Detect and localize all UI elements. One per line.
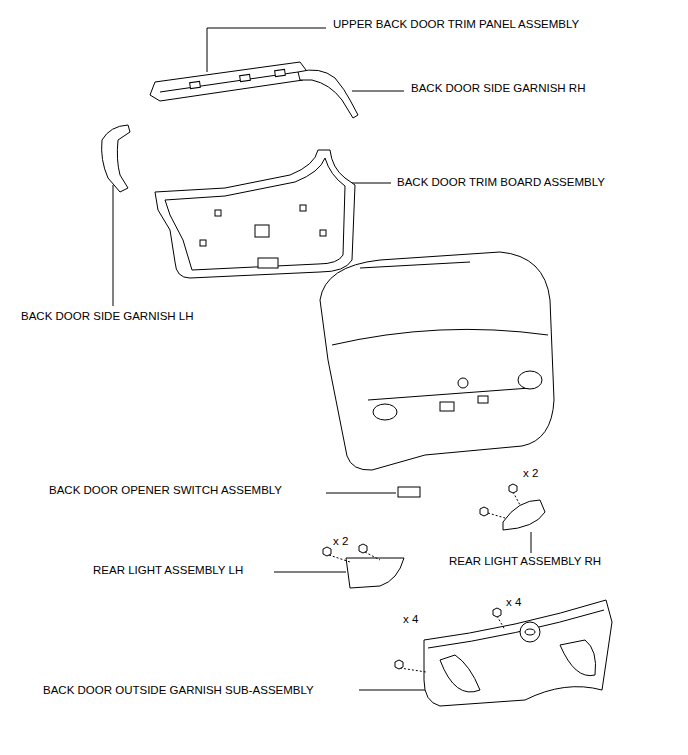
quantity-label: x 4 [402,613,419,627]
part-name: BACK DOOR TRIM BOARD ASSEMBLY [396,176,606,190]
rear-light-lh [323,544,404,588]
quantity-label: x 4 [505,596,522,610]
part-name: REAR LIGHT ASSEMBLY LH [92,564,244,578]
quantity-label: x 2 [332,535,349,549]
outside-garnish [395,600,612,706]
side-garnish-lh [102,125,130,192]
part-name: BACK DOOR OPENER SWITCH ASSEMBLY [48,484,283,498]
opener-switch [398,487,420,497]
side-garnish-rh [298,70,358,118]
leader-line [359,690,428,691]
leader-line [352,91,404,92]
part-name: REAR LIGHT ASSEMBLY RH [448,555,602,569]
part-name: BACK DOOR OUTSIDE GARNISH SUB-ASSEMBLY [42,684,315,698]
back-door [320,252,554,470]
leader-line [326,493,396,494]
leader-line [531,532,532,553]
part-name: BACK DOOR SIDE GARNISH LH [20,310,195,324]
leader-line [274,572,346,573]
upper-trim-panel [150,62,306,101]
part-name: UPPER BACK DOOR TRIM PANEL ASSEMBLY [332,18,580,32]
trim-board [155,150,355,278]
leader-line [113,185,114,306]
quantity-label: x 2 [522,467,539,481]
rear-light-rh [480,484,545,530]
leader-line [207,28,326,72]
part-name: BACK DOOR SIDE GARNISH RH [410,82,586,96]
